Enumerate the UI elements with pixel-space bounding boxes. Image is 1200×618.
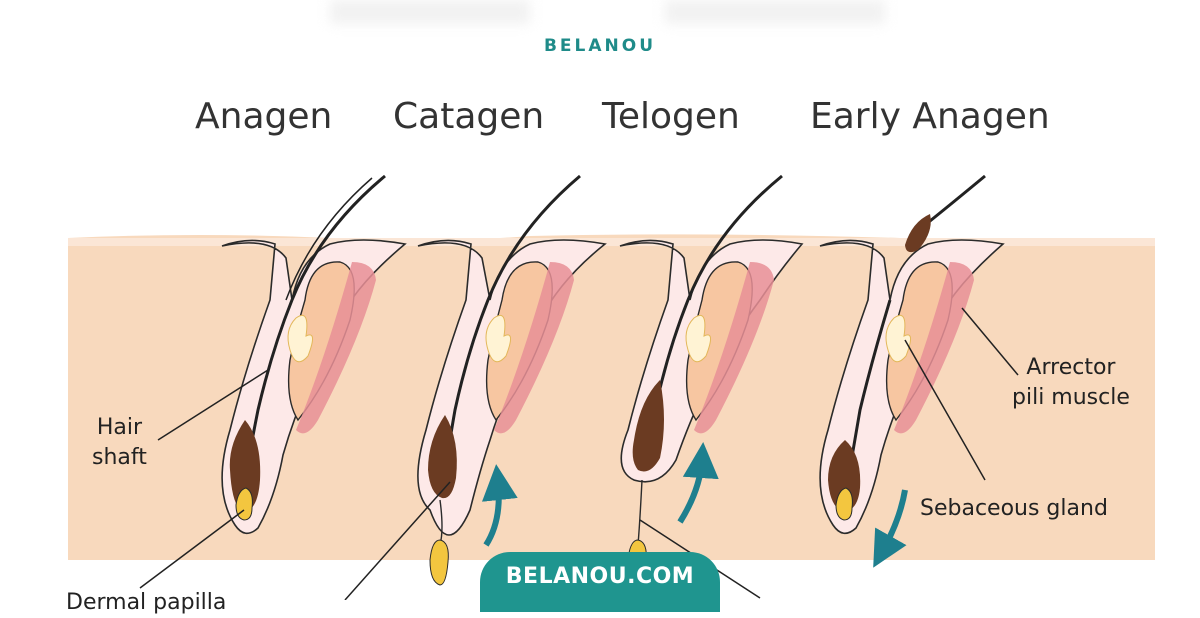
label-arrector-line1: Arrector	[1012, 353, 1130, 383]
label-arrector-line2: pili muscle	[1012, 383, 1130, 413]
old-hair-shedding	[925, 176, 985, 225]
label-hair-shaft-line2: shaft	[92, 443, 147, 473]
label-arrector-pili: Arrector pili muscle	[1012, 353, 1130, 413]
website-link-button[interactable]: BELANOU.COM	[480, 552, 720, 612]
label-hair-shaft-line1: Hair	[92, 413, 147, 443]
label-dermal-papilla-cut: Dermal papilla	[66, 588, 226, 618]
label-hair-shaft: Hair shaft	[92, 413, 147, 473]
label-sebaceous-gland: Sebaceous gland	[920, 494, 1108, 524]
dermal-papilla	[430, 540, 448, 585]
